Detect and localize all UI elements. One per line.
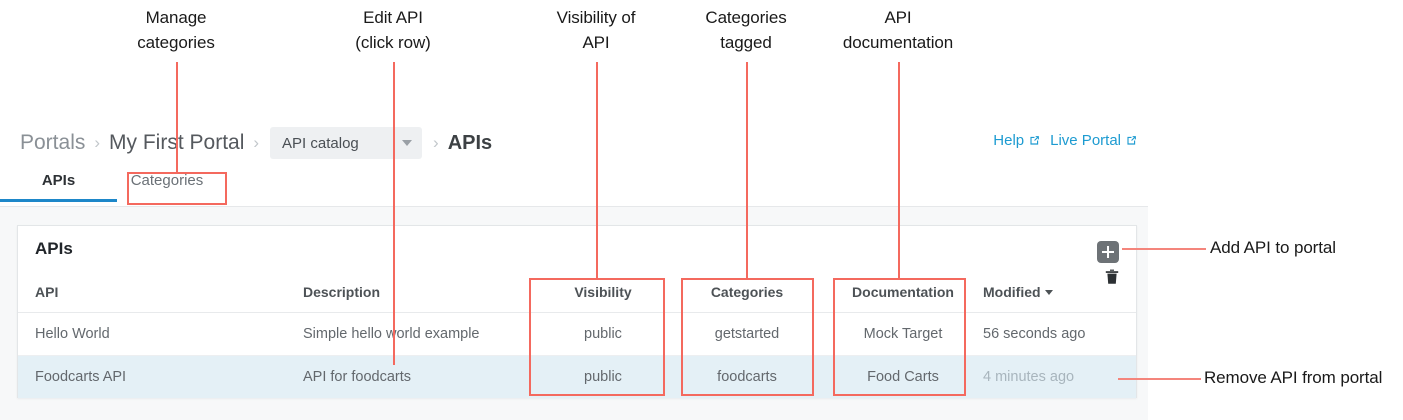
column-header-description[interactable]: Description	[303, 284, 535, 313]
external-link-icon	[1030, 136, 1040, 145]
catalog-select[interactable]: API catalog	[270, 127, 423, 159]
card-title: APIs	[35, 239, 73, 258]
live-portal-link-label: Live Portal	[1050, 132, 1121, 149]
external-link-icon	[1127, 136, 1136, 145]
apis-table: API Description Visibility Categories Do…	[18, 284, 1136, 399]
tab-bar: APIs Categories	[0, 172, 217, 202]
table-header-row: API Description Visibility Categories Do…	[18, 284, 1136, 313]
tab-categories[interactable]: Categories	[130, 172, 204, 189]
delete-api-icon[interactable]	[1105, 269, 1119, 285]
leader-line-edit-api	[393, 62, 395, 365]
sort-descending-icon	[1044, 290, 1053, 295]
leader-line-visibility	[596, 62, 598, 279]
cell-description: API for foodcarts	[303, 355, 535, 399]
breadcrumb-separator-icon: ›	[433, 133, 439, 152]
callout-api-documentation: API documentation	[842, 8, 954, 52]
cell-visibility: public	[535, 312, 671, 356]
cell-documentation: Food Carts	[823, 355, 983, 399]
help-link[interactable]: Help	[993, 132, 1041, 149]
cell-categories: getstarted	[671, 312, 823, 356]
callout-categories-tagged: Categories tagged	[705, 8, 787, 52]
chevron-down-icon	[402, 140, 413, 146]
breadcrumb-separator-icon: ›	[94, 133, 101, 152]
cell-modified: 56 seconds ago	[983, 312, 1136, 356]
add-api-button[interactable]	[1097, 241, 1119, 263]
breadcrumb: Portals › My First Portal › API catalog …	[20, 126, 492, 160]
cell-documentation: Mock Target	[823, 312, 983, 356]
column-header-modified-label: Modified	[983, 284, 1041, 300]
breadcrumb-portals[interactable]: Portals	[20, 131, 86, 154]
help-link-label: Help	[993, 132, 1025, 149]
leader-line-remove-api	[1118, 378, 1201, 380]
column-header-visibility[interactable]: Visibility	[535, 284, 671, 313]
cell-categories: foodcarts	[671, 355, 823, 399]
leader-line-add-api	[1122, 248, 1206, 250]
cell-description: Simple hello world example	[303, 312, 535, 356]
catalog-select-value: API catalog	[282, 134, 359, 152]
callout-manage-categories: Manage categories	[137, 8, 215, 52]
column-header-documentation[interactable]: Documentation	[823, 284, 983, 313]
column-header-modified[interactable]: Modified	[983, 284, 1136, 313]
live-portal-link[interactable]: Live Portal	[1050, 132, 1138, 149]
callout-visibility-of-api: Visibility of API	[556, 8, 636, 52]
column-header-categories[interactable]: Categories	[671, 284, 823, 313]
leader-line-categories	[746, 62, 748, 279]
column-header-api[interactable]: API	[18, 284, 303, 313]
callout-add-api-to-portal: Add API to portal	[1210, 238, 1336, 257]
cell-visibility: public	[535, 355, 671, 399]
plus-icon	[1107, 246, 1109, 258]
cell-api: Hello World	[18, 312, 303, 356]
callout-edit-api: Edit API (click row)	[355, 8, 431, 52]
breadcrumb-current-apis: APIs	[447, 131, 493, 154]
breadcrumb-separator-icon: ›	[253, 133, 260, 152]
table-row[interactable]: Foodcarts API API for foodcarts public f…	[18, 355, 1136, 399]
leader-line-manage-categories	[176, 62, 178, 173]
table-row[interactable]: Hello World Simple hello world example p…	[18, 312, 1136, 356]
cell-modified: 4 minutes ago	[983, 355, 1136, 399]
apis-card: APIs API Description Visibility Categori…	[17, 225, 1137, 399]
cell-api: Foodcarts API	[18, 355, 303, 399]
leader-line-documentation	[898, 62, 900, 279]
tab-apis[interactable]: APIs	[0, 172, 117, 202]
top-links: Help Live Portal	[993, 132, 1138, 149]
callout-remove-api-from-portal: Remove API from portal	[1204, 368, 1383, 387]
